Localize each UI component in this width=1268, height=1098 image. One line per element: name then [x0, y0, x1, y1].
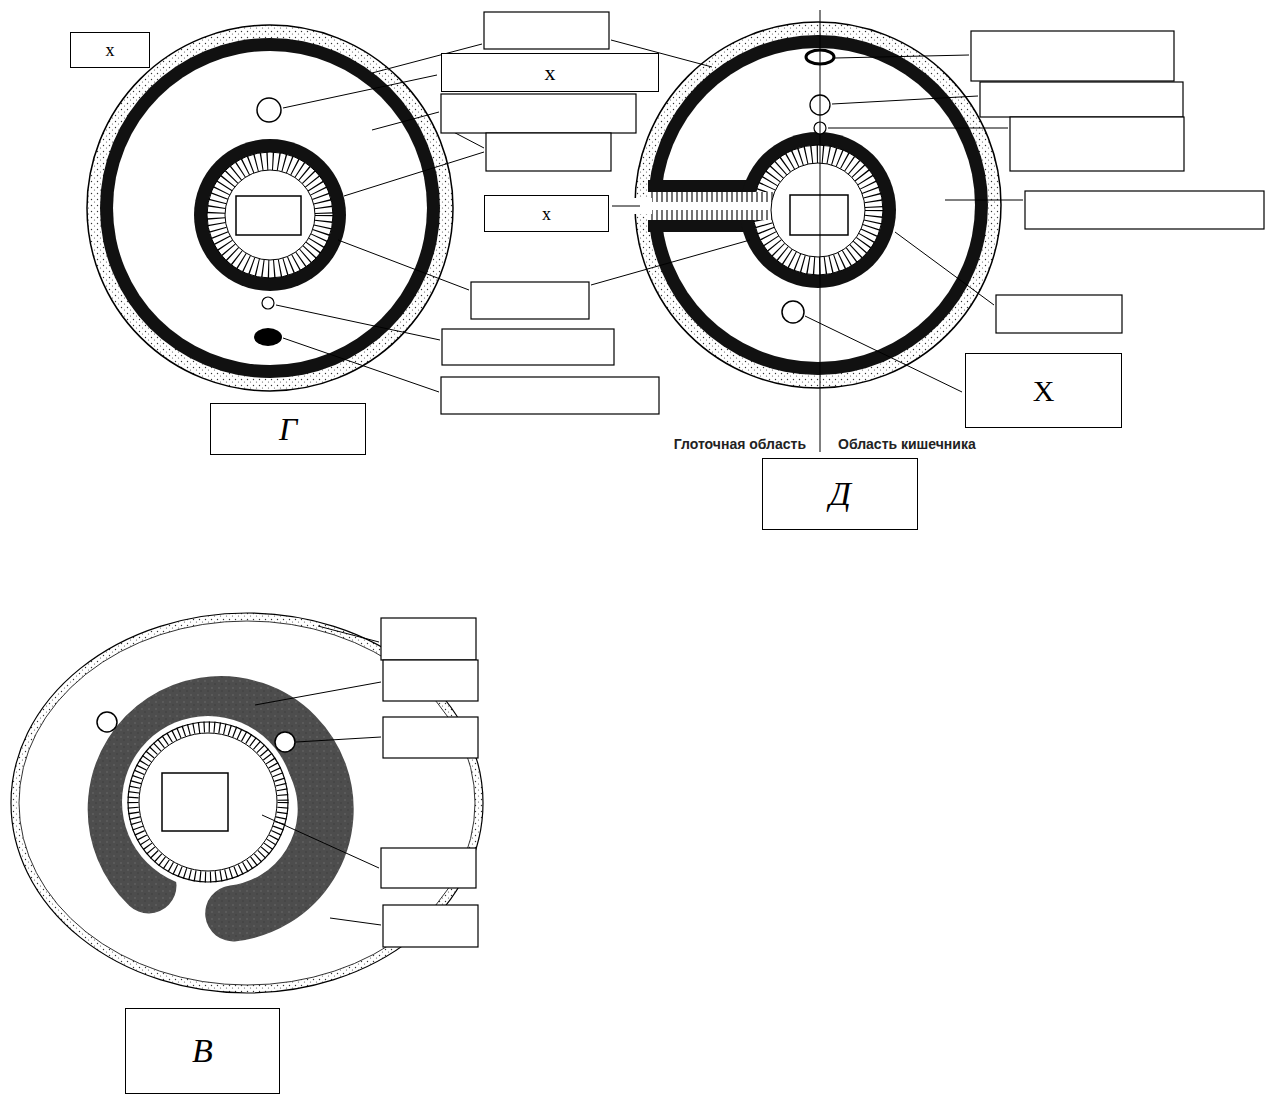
section-v-part	[139, 733, 277, 871]
section-g-part	[225, 170, 315, 260]
section-v-part	[128, 722, 288, 882]
section-g-part	[100, 38, 440, 378]
section-v-part	[116, 704, 326, 913]
leader-line-part	[805, 316, 962, 392]
section-d-part	[753, 145, 883, 275]
answer-box-part	[486, 133, 611, 171]
answer-box-part	[381, 848, 476, 888]
section-d	[628, 10, 1001, 452]
leader-line-part	[318, 626, 379, 642]
answer-box-part	[442, 329, 614, 365]
section-v	[11, 613, 483, 993]
leader-line-part	[591, 240, 750, 285]
answer-box-part	[381, 618, 476, 660]
section-v-part	[97, 712, 117, 732]
label-box: Д	[762, 458, 918, 530]
section-g-part	[113, 51, 427, 365]
label-box: x	[70, 32, 150, 68]
section-v-part	[133, 727, 283, 877]
leader-line-part	[283, 338, 439, 392]
section-v-part	[11, 613, 483, 993]
section-letter: Д	[829, 477, 851, 511]
section-g-part	[254, 328, 282, 346]
answer-box-part	[1025, 191, 1264, 229]
answer-box-part	[1010, 117, 1184, 171]
section-letter: Г	[279, 413, 297, 445]
answer-box-part	[980, 82, 1183, 117]
answer-mark: x	[545, 62, 556, 84]
leader-line-part	[372, 112, 439, 130]
answer-box-part	[441, 377, 659, 414]
answer-box-part	[441, 94, 636, 133]
leader-line-part	[828, 128, 1008, 129]
label-box: x	[484, 195, 609, 232]
leader-line-part	[283, 75, 437, 108]
section-d-part	[782, 301, 804, 323]
leader-line-part	[255, 682, 381, 705]
leader-line-part	[945, 200, 1023, 201]
answer-box-part	[383, 905, 478, 947]
section-v-part	[275, 732, 295, 752]
label-box: В	[125, 1008, 280, 1094]
section-d-part	[790, 195, 848, 235]
leader-line-part	[835, 55, 969, 58]
label-box: X	[965, 353, 1122, 428]
answer-mark: x	[106, 41, 115, 59]
leader-line-part	[330, 918, 381, 925]
answer-box-part	[383, 660, 478, 701]
section-d-part	[628, 202, 788, 210]
leader-line-part	[262, 815, 379, 868]
answer-box-part	[996, 295, 1122, 333]
section-g-part	[87, 25, 453, 391]
section-v-part	[162, 773, 228, 831]
section-d-part	[771, 163, 865, 257]
leader-line-part	[895, 232, 994, 305]
label-box: x	[441, 53, 659, 92]
section-g-part	[257, 98, 281, 122]
leader-line-part	[296, 737, 381, 742]
leader-line	[255, 40, 1023, 925]
answer-box-part	[484, 12, 609, 49]
leader-line-part	[344, 152, 484, 196]
leader-line-part	[832, 96, 978, 104]
leader-line-part	[276, 305, 440, 340]
section-g-part	[216, 161, 324, 269]
section-v-part	[122, 716, 294, 888]
answer-box-part	[383, 717, 478, 758]
answer-box	[381, 12, 1264, 947]
region-caption: Область кишечника	[836, 436, 978, 452]
answer-mark: X	[1033, 376, 1055, 406]
answer-mark: x	[542, 205, 551, 223]
section-g-part	[194, 139, 346, 291]
leader-line-part	[338, 240, 469, 290]
label-box: Г	[210, 403, 366, 455]
section-g-part	[207, 152, 333, 278]
answer-box-part	[971, 31, 1174, 81]
answer-box-part	[471, 282, 589, 319]
leader-line-part	[612, 206, 640, 207]
section-letter: В	[192, 1034, 213, 1068]
region-caption: Глоточная область	[672, 436, 808, 452]
section-g-part	[262, 297, 274, 309]
section-d-part	[820, 10, 821, 452]
section-g	[87, 25, 453, 391]
section-d-part	[762, 154, 874, 266]
section-g-part	[236, 196, 301, 235]
